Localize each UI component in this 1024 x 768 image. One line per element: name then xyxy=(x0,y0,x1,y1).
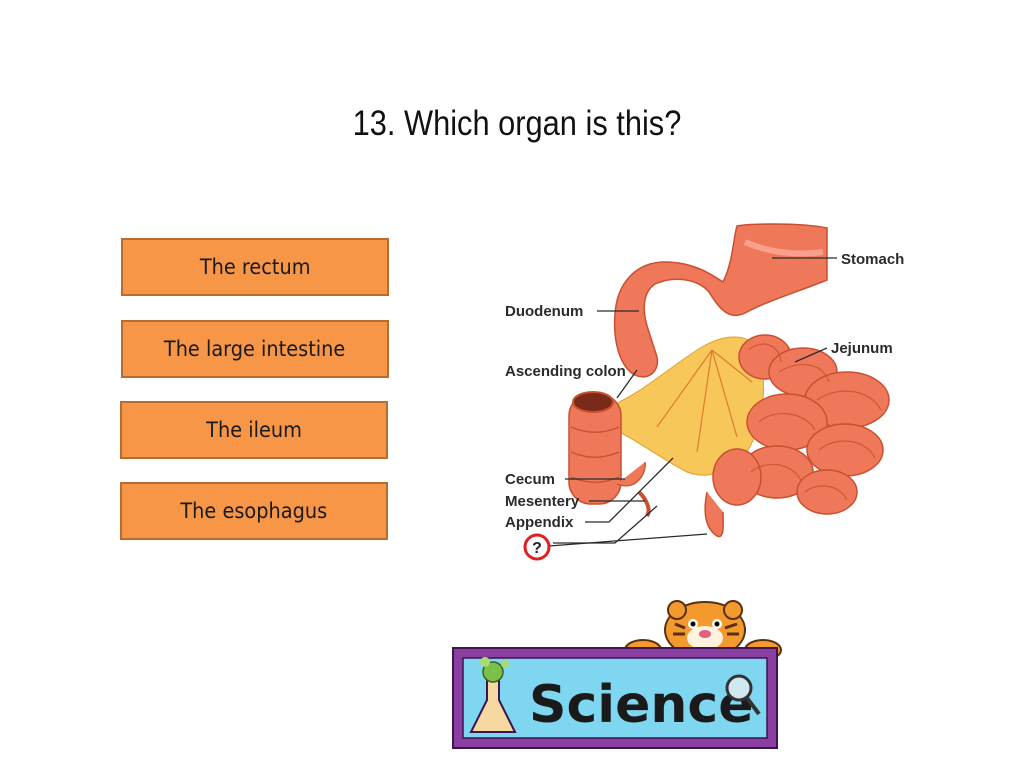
label-appendix: Appendix xyxy=(505,514,574,531)
label-mesentery: Mesentery xyxy=(505,493,580,510)
magnifying-glass-icon xyxy=(725,674,761,716)
choice-the-rectum[interactable]: The rectum xyxy=(121,238,389,296)
choice-label: The esophagus xyxy=(180,499,328,523)
label-ascending-colon: Ascending colon xyxy=(505,363,626,380)
label-stomach: Stomach xyxy=(841,251,904,268)
choice-label: The large intestine xyxy=(164,337,346,361)
question-title: 13. Which organ is this? xyxy=(352,104,682,143)
science-banner-text: Science xyxy=(529,675,753,735)
choice-label: The ileum xyxy=(206,418,302,442)
choice-the-esophagus[interactable]: The esophagus xyxy=(120,482,388,540)
stomach-shape xyxy=(613,223,828,378)
unknown-marker-circle xyxy=(523,533,551,561)
choice-label: The rectum xyxy=(199,255,311,279)
label-jejunum: Jejunum xyxy=(831,340,893,357)
flask-icon xyxy=(469,657,517,733)
label-cecum: Cecum xyxy=(505,471,555,488)
label-duodenum: Duodenum xyxy=(505,303,583,320)
label-unknown: ? xyxy=(532,540,542,557)
choice-the-ileum[interactable]: The ileum xyxy=(120,401,388,459)
small-intestine-coils xyxy=(704,334,890,538)
science-banner-clipart: Science xyxy=(452,600,782,749)
choice-the-large-intestine[interactable]: The large intestine xyxy=(121,320,389,378)
digestive-system-diagram: Stomach Duodenum Jejunum Ascending colon… xyxy=(505,223,904,561)
